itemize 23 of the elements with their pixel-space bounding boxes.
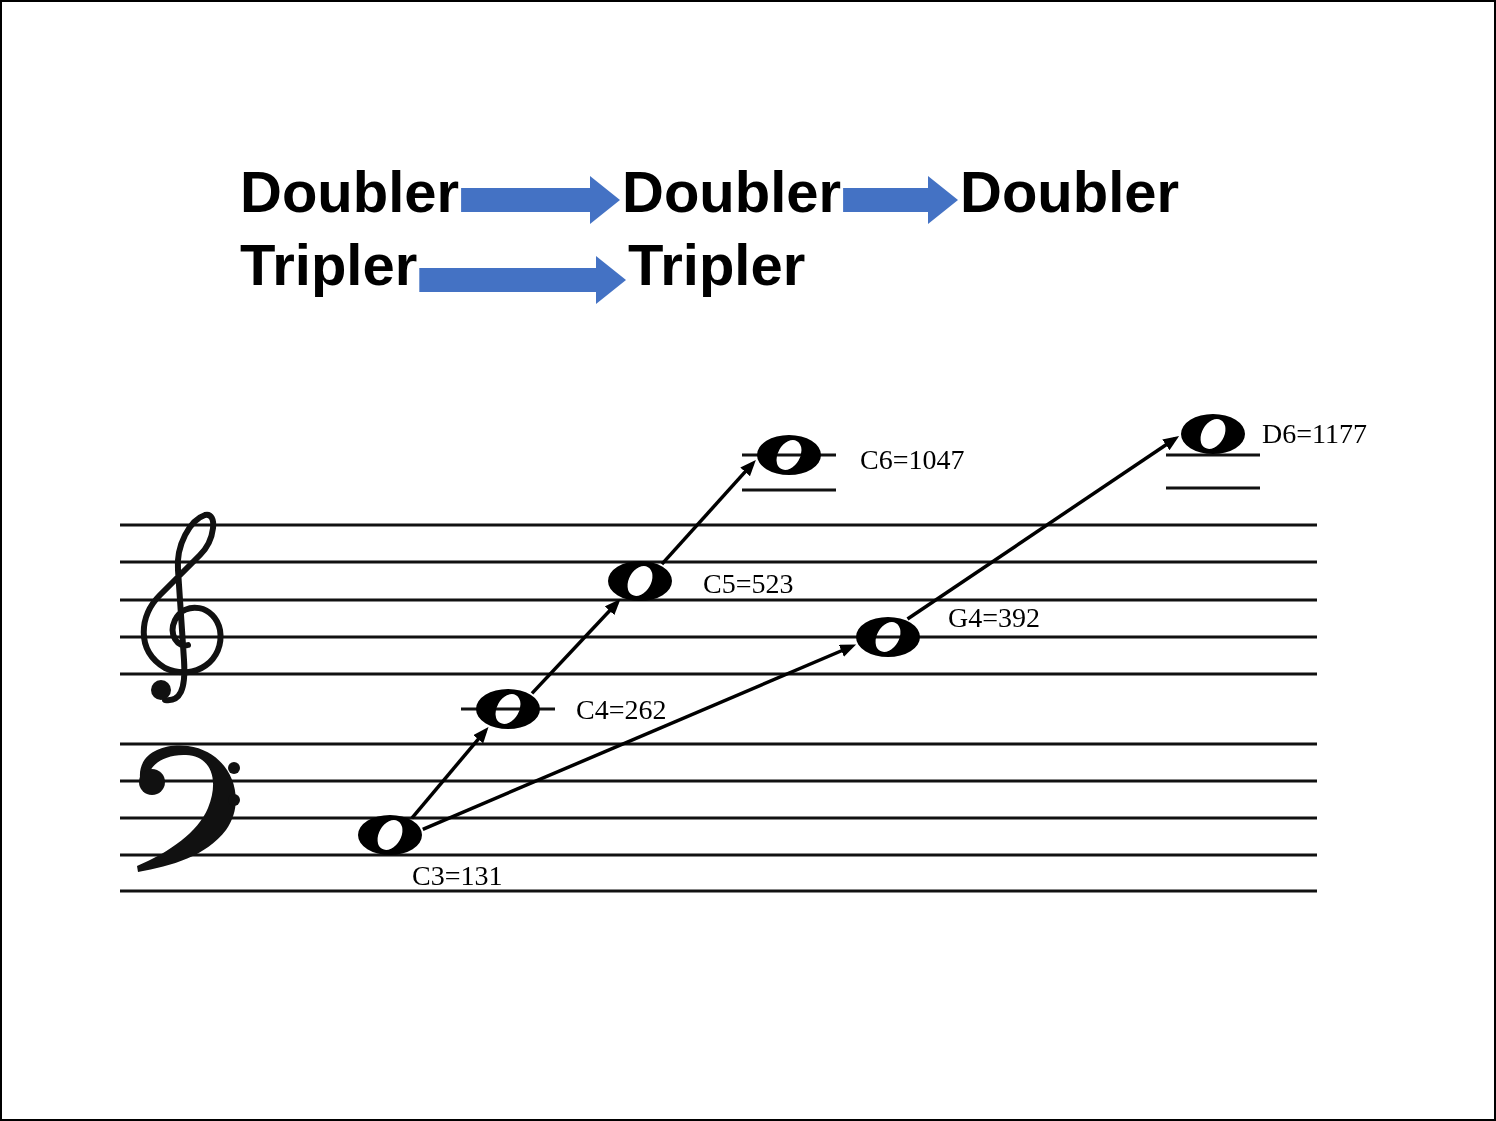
note-label: C4=262 — [576, 696, 667, 724]
whole-note-icon — [1181, 414, 1245, 454]
arrow — [660, 460, 756, 566]
whole-note-icon — [358, 815, 422, 855]
whole-note-icon — [856, 617, 920, 657]
arrow — [410, 726, 489, 820]
block-arrow — [419, 256, 626, 304]
note-label: G4=392 — [948, 604, 1040, 632]
note-label: C3=131 — [412, 862, 503, 890]
whole-note-icon — [476, 689, 540, 729]
whole-note-icon — [757, 435, 821, 475]
block-arrow — [843, 176, 958, 224]
stage-label: Doubler — [622, 163, 842, 221]
arrow — [422, 644, 857, 831]
stage-label: Doubler — [960, 163, 1180, 221]
block-arrow — [461, 176, 620, 224]
note-label: C5=523 — [703, 570, 794, 598]
stage-label: Doubler — [240, 163, 460, 221]
note-label: D6=1177 — [1262, 420, 1367, 448]
arrow — [906, 435, 1180, 621]
whole-note-icon — [608, 561, 672, 601]
note-label: C6=1047 — [860, 446, 965, 474]
arrow — [530, 599, 621, 695]
